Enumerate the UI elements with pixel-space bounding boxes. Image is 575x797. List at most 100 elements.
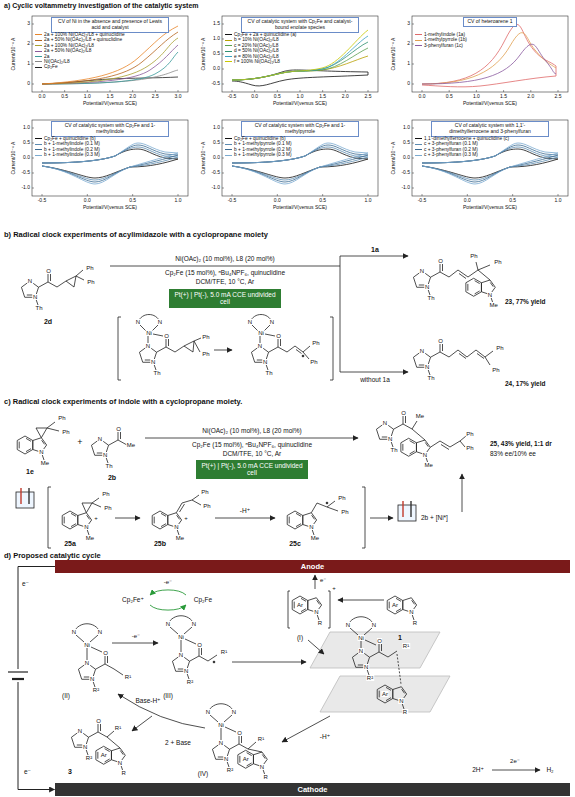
arrow-label: -H⁺ (320, 733, 330, 740)
tick-label: 0 (27, 81, 30, 87)
atom-label: N (71, 629, 77, 635)
axis-title: Current/10⁻⁴ A (201, 38, 207, 71)
atom-label: N (422, 452, 428, 458)
atom-label: Th (153, 370, 161, 376)
node-text: Pt(+) | Pt(-), 5.0 mA CCE undivided cell (200, 462, 304, 477)
tick-mark (222, 143, 224, 144)
plot-frame (32, 16, 568, 196)
atom-label: Ph (496, 345, 505, 351)
reaction-arrow (110, 256, 340, 372)
atom-label: Ph (201, 489, 210, 495)
atom-label: Me (424, 462, 434, 468)
battery-gap (8, 669, 28, 682)
atom-label: R¹ (220, 649, 228, 655)
atom-label: N (247, 319, 253, 325)
chemical-structure (401, 438, 430, 462)
atom-label: N (309, 524, 315, 530)
chemical-structure (412, 421, 425, 440)
atom-label: Th (105, 463, 113, 469)
panel-title-box: CV of catalytic system with Cp₂Fe and 1-… (51, 121, 169, 137)
plot-frame (222, 16, 378, 92)
atom-label: Me (126, 442, 136, 448)
tick-label: 0.0 (23, 155, 30, 161)
tick-mark (412, 188, 414, 189)
atom-label: R¹ (257, 736, 265, 742)
tick-label: 0.5 (23, 140, 30, 146)
atom-label: Ar (391, 602, 398, 608)
chemical-structure (208, 655, 217, 661)
tick-label: 0.0 (213, 155, 220, 161)
tick-label: 0.0 (274, 198, 281, 204)
chemical-structure (348, 617, 376, 648)
axis-title: Potential/V(versus SCE) (463, 205, 517, 211)
tick-mark (178, 90, 179, 92)
condition-box: Pt(+) | Pt(-), 5.0 mA CCE undivided cell (169, 289, 281, 308)
atom-label: Ph (58, 415, 67, 421)
electron-label: 2e⁻ (510, 758, 520, 765)
tick-label: 3 (27, 21, 30, 27)
tick-mark (503, 90, 504, 92)
tick-mark (422, 194, 423, 196)
tick-label: 0.0 (251, 94, 258, 100)
chemical-structure (449, 262, 490, 280)
plot-frame (412, 16, 568, 92)
reaction-arrow (132, 716, 152, 731)
atom-label: N (27, 278, 33, 284)
atom-label: N (178, 652, 184, 658)
electrode-band: Cathode (55, 783, 570, 796)
atom-label: N (39, 449, 45, 455)
tick-label: 2 (407, 41, 410, 47)
chemical-structure (21, 273, 57, 305)
atom-label: N (419, 268, 425, 274)
atom-label: N (263, 359, 269, 365)
atom-label: Ni (358, 635, 365, 641)
atom-label: Th (265, 370, 273, 376)
chemical-structure (208, 704, 236, 740)
reaction-arrow (118, 694, 205, 728)
atom-label: O (377, 638, 383, 644)
atom-label: Ph (62, 429, 71, 435)
atom-label: N (84, 524, 90, 530)
chemical-structure (352, 643, 388, 675)
tick-mark (222, 128, 224, 129)
tick-label: 2.0 (129, 94, 136, 100)
tick-label: 1.0 (213, 125, 220, 131)
tick-label: 0.0 (84, 198, 91, 204)
electron-label: -e⁻ (164, 579, 173, 586)
chemical-structure (66, 276, 76, 287)
compound-number: 1e (26, 468, 34, 476)
condition-text: Ni(OAc)₂ (10 mol%), L8 (20 mol%) (175, 255, 274, 262)
atom-label: N (388, 436, 394, 442)
atom-label: O (103, 650, 109, 656)
atom-label: Ni (258, 330, 265, 336)
panel-title-box: CV of Ni in the absence and presence of … (51, 17, 169, 33)
panel-title-box: CV of catalytic system with Cp₂Fe and 1-… (241, 121, 359, 137)
electrolysis-cell (410, 501, 411, 517)
panel-title-box: CV of catalytic system with 1,1'-dimethy… (431, 121, 549, 137)
tick-label: -1.0 (211, 185, 220, 191)
node-text: CV of catalytic system with Cp₂Fe and ca… (245, 19, 355, 31)
legend-entry: f = 100% Ni(OAc)₂/L8 (225, 59, 280, 65)
chemical-structure (251, 338, 287, 370)
section-title: a) Cyclic voltammetry investigation of t… (4, 2, 199, 10)
electrode-band: Anode (55, 560, 570, 573)
atom-label: Me (415, 413, 425, 419)
intermediate-number: (III) (163, 692, 173, 699)
tick-label: 2 (27, 41, 30, 47)
atom-label: N (191, 621, 197, 627)
atom-label: Ph (494, 259, 503, 265)
reaction-arrow (338, 600, 384, 601)
tick-mark (222, 188, 224, 189)
tick-label: 1 (27, 61, 30, 67)
atom-label: N (487, 292, 493, 298)
node-text: CV of Ni in the absence and presence of … (55, 19, 165, 31)
atom-label: O (116, 426, 122, 432)
tick-mark (232, 90, 233, 92)
atom-label: N (103, 452, 109, 458)
electrolysis-cell (20, 488, 21, 504)
chemical-structure (184, 341, 194, 352)
chemical-structure (194, 338, 201, 352)
atom-label: Ni (146, 330, 153, 336)
atom-label: O (438, 338, 444, 344)
atom-label: N (345, 622, 351, 628)
